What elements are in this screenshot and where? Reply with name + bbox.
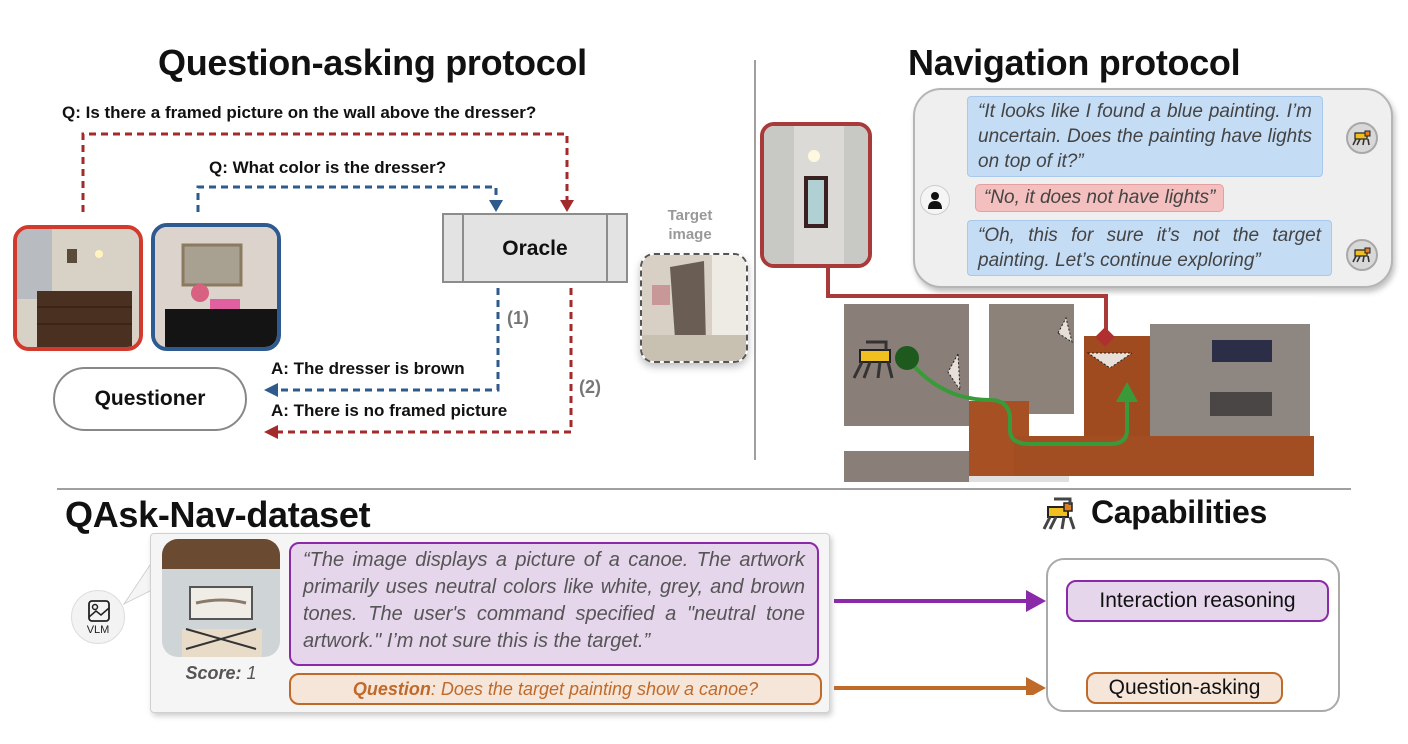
score-key: Score: — [185, 663, 242, 683]
question-text: : Does the target painting show a canoe? — [430, 679, 759, 699]
oracle-label: Oracle — [502, 237, 568, 260]
target-room-image — [642, 255, 746, 361]
canoe-painting-image — [162, 539, 280, 657]
answer-blue: A: The dresser is brown — [271, 359, 465, 378]
top-down-map — [844, 296, 1314, 482]
orange-arrowhead — [1026, 677, 1046, 695]
question-red: Q: Is there a framed picture on the wall… — [62, 103, 537, 122]
robot-dog-icon — [1352, 130, 1371, 146]
vlm-badge: VLM — [71, 590, 125, 644]
view-cone-3 — [1057, 316, 1073, 344]
blue-arrowhead-left — [264, 383, 278, 397]
oracle-box: Oracle — [442, 213, 628, 283]
target-image-caption: Target image — [660, 206, 720, 244]
person-icon — [928, 192, 942, 209]
start-point — [895, 346, 919, 370]
blue-arrowhead-down — [489, 200, 503, 212]
user-message: “No, it does not have lights” — [975, 184, 1225, 212]
hallway-image — [764, 126, 868, 264]
path-arrowhead — [1116, 382, 1138, 402]
robot-avatar-1 — [1346, 122, 1378, 154]
score-value: 1 — [246, 663, 257, 683]
navigation-overlay — [826, 268, 1138, 446]
navigation-path — [905, 356, 1129, 446]
dresser-black-image — [155, 227, 277, 347]
capabilities-title: Capabilities — [1091, 494, 1268, 530]
score-label: Score: 1 — [176, 663, 266, 684]
red-answer-arrow — [276, 288, 573, 434]
question-blue: Q: What color is the dresser? — [209, 158, 447, 177]
vlm-reasoning-box: “The image displays a picture of a canoe… — [289, 542, 819, 666]
vlm-label: VLM — [86, 624, 110, 636]
target-image — [640, 253, 748, 363]
dataset-title: QAsk-Nav-dataset — [65, 494, 371, 535]
robot-dog-icon — [1042, 497, 1076, 530]
room-photo-blue — [151, 223, 281, 351]
observation-link-line — [826, 268, 1108, 338]
step-2-label: (2) — [579, 377, 601, 397]
user-avatar — [920, 185, 950, 215]
red-arrowhead-left — [264, 425, 278, 439]
robot-message-2: “Oh, this for sure it’s not the target p… — [967, 220, 1332, 276]
robot-message-1: “It looks like I found a blue painting. … — [967, 96, 1323, 177]
target-caption-line1: Target — [667, 207, 713, 224]
floor-map — [844, 296, 1314, 482]
capability-interaction-reasoning: Interaction reasoning — [1066, 580, 1329, 622]
step-1-label: (1) — [507, 308, 529, 328]
image-icon — [88, 600, 110, 622]
question-key: Question — [352, 679, 431, 699]
observed-painting-photo — [760, 122, 872, 268]
horizontal-divider — [57, 488, 1351, 490]
red-question-arrow — [81, 132, 569, 212]
chat-panel: “It looks like I found a blue painting. … — [913, 88, 1393, 288]
view-cone-2 — [1086, 352, 1134, 369]
blue-question-arrow — [196, 185, 498, 212]
question-asking-title: Question-asking protocol — [158, 42, 587, 83]
dataset-question-box: Question: Does the target painting show … — [289, 673, 822, 705]
observation-marker — [1095, 327, 1115, 347]
robot-dog-map-icon — [852, 340, 894, 379]
blue-answer-arrow — [276, 288, 500, 392]
robot-dog-icon — [1352, 247, 1371, 263]
navigation-title: Navigation protocol — [908, 42, 1241, 83]
vertical-divider — [754, 60, 756, 460]
capability-arrows — [834, 590, 1046, 695]
questioner-box: Questioner — [53, 367, 247, 431]
red-arrowhead-down — [560, 200, 574, 212]
dataset-painting-photo — [162, 539, 280, 657]
purple-arrowhead — [1026, 590, 1046, 612]
protocol-arrows — [81, 132, 574, 439]
target-caption-line2: image — [668, 226, 712, 243]
view-cone-1 — [947, 352, 961, 392]
robot-avatar-2 — [1346, 239, 1378, 271]
capability-question-asking: Question-asking — [1086, 672, 1283, 704]
room-photo-red — [13, 225, 143, 351]
dresser-brown-image — [17, 229, 139, 347]
answer-red: A: There is no framed picture — [271, 401, 508, 420]
